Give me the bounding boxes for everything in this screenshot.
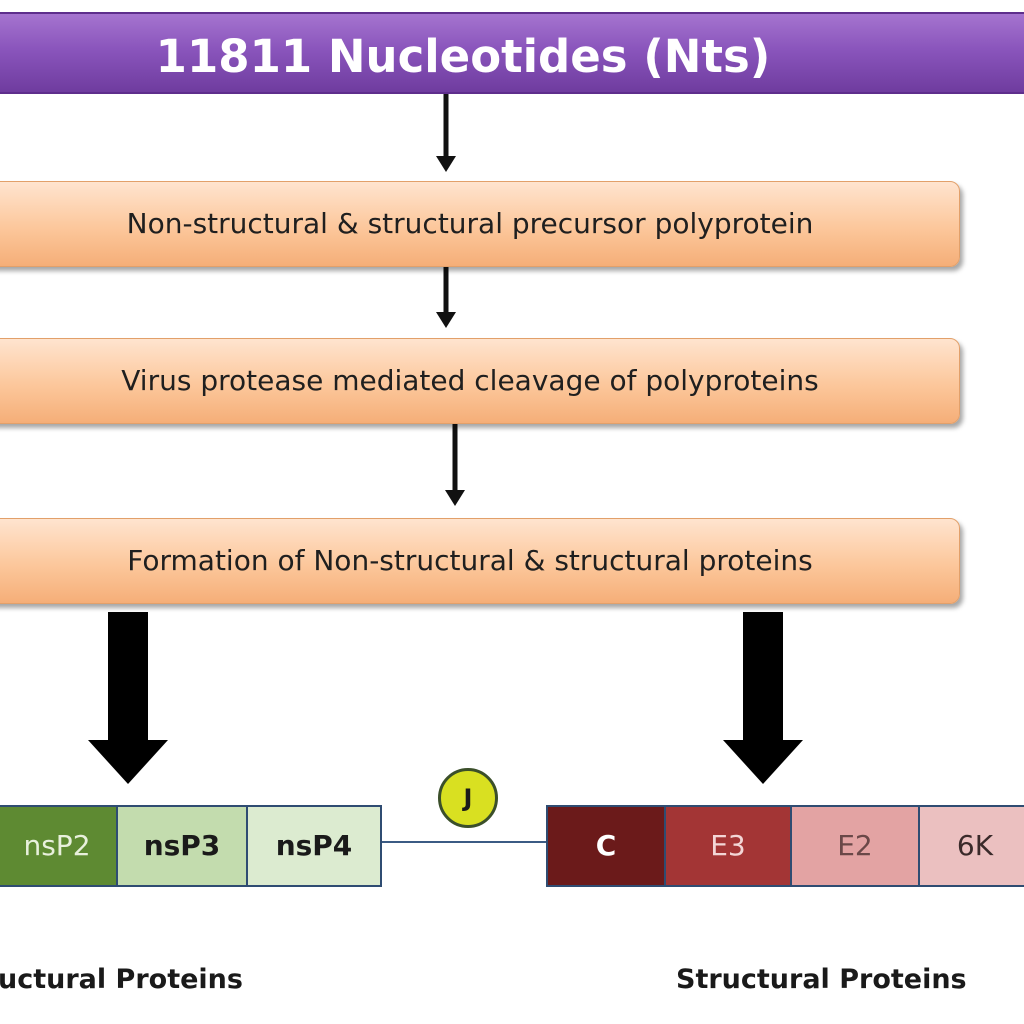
arrow-to-nonstructural — [88, 612, 168, 784]
segment-nsp3: nsP3 — [116, 805, 248, 887]
junction-marker: J — [438, 768, 498, 828]
junction-linker — [382, 841, 548, 843]
step-box-2 — [0, 338, 960, 424]
step-label-1: Non-structural & structural precursor po… — [126, 207, 814, 240]
segment-nsp2: nsP2 — [0, 805, 118, 887]
step-box-1 — [0, 181, 960, 267]
segment-6k: 6K — [918, 805, 1024, 887]
step-box-3 — [0, 518, 960, 604]
step-label-2: Virus protease mediated cleavage of poly… — [121, 364, 819, 397]
title-banner — [0, 12, 1024, 94]
nonstructural-caption: uctural Proteins — [0, 964, 243, 995]
segment-e3: E3 — [664, 805, 792, 887]
arrow-title-to-step-1 — [436, 94, 456, 172]
segment-nsp4: nsP4 — [246, 805, 382, 887]
structural-caption: Structural Proteins — [676, 964, 967, 995]
segment-e2: E2 — [790, 805, 920, 887]
segment-c: C — [546, 805, 666, 887]
diagram-title: 11811 Nucleotides (Nts) — [155, 30, 771, 83]
step-label-3: Formation of Non-structural & structural… — [127, 544, 813, 577]
arrow-step-1-to-step-2 — [436, 266, 456, 328]
arrow-to-structural — [723, 612, 803, 784]
arrow-step-2-to-step-3 — [445, 424, 465, 506]
